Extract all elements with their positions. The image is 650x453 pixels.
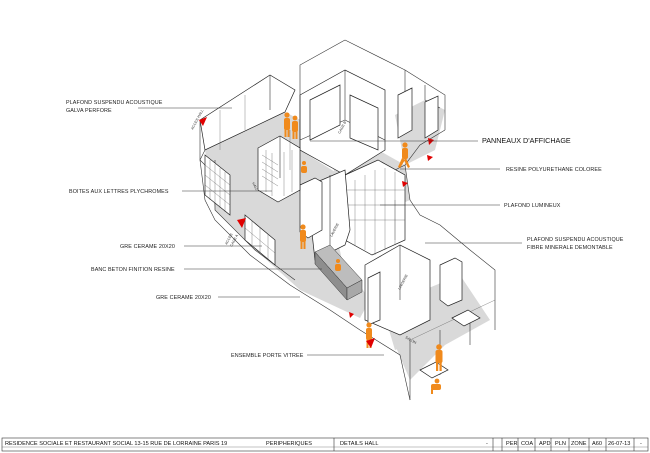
room-label-hall: HALL	[251, 182, 259, 192]
room-label-acces-cage-a: CAGE A	[229, 233, 239, 247]
callout-banc-beton: BANC BETON FINITION RESINE	[91, 267, 175, 273]
callout-panneaux: PANNEAUX D'AFFICHAGE	[482, 136, 571, 145]
section-name: PERIPHERIQUES	[266, 441, 312, 447]
entry-arrow-icon	[237, 218, 246, 228]
callout-gre-cerame: GRE CERAME 20X20	[120, 244, 175, 250]
room-label-acces-cage-a: ACCES	[224, 232, 234, 245]
room-label-lingerie: LINGERIE	[397, 273, 409, 290]
callouts: PLAFOND SUSPENDU ACOUSTIQUE GALVA PERFOR…	[66, 100, 624, 359]
walls	[199, 39, 496, 401]
person-icon	[284, 112, 290, 137]
person-icon	[335, 259, 341, 271]
entry-arrow-icon	[402, 181, 408, 187]
code-cell: ZONE	[571, 441, 587, 447]
callout-plafond-acoustique: PLAFOND SUSPENDU ACOUSTIQUE	[66, 100, 163, 106]
entry-arrow-icon	[349, 312, 354, 318]
leader-lines	[138, 107, 522, 356]
code-cell: A60	[592, 441, 602, 447]
project-title: RESIDENCE SOCIALE ET RESTAURANT SOCIAL 1…	[5, 441, 227, 447]
callout-plafond-fibre: PLAFOND SUSPENDU ACOUSTIQUE	[527, 237, 624, 243]
entry-arrows	[199, 117, 434, 348]
person-icon	[431, 378, 441, 394]
code-cell: PER	[506, 441, 518, 447]
human-figures	[284, 112, 443, 394]
room-label-laverie: LAVERIE	[329, 222, 340, 238]
code-cell: -	[640, 441, 642, 447]
person-icon	[301, 161, 307, 173]
callout-boites-lettres: BOITES AUX LETTRES PLYCHROMES	[69, 189, 169, 195]
person-icon	[300, 224, 306, 249]
entry-arrow-icon	[427, 155, 433, 161]
callout-resine: RESINE POLYURETHANE COLOREE	[506, 167, 602, 173]
central-mailbox-unit	[257, 135, 301, 203]
callout-gre-cerame: GRE CERAME 20X20	[156, 295, 211, 301]
sheet-title: DETAILS HALL	[340, 441, 378, 447]
room-label-salon: SALON	[405, 335, 418, 345]
callout-plafond-lumineux: PLAFOND LUMINEUX	[504, 203, 561, 209]
person-icon	[398, 142, 410, 168]
person-icon	[435, 344, 443, 371]
entry-arrow-icon	[199, 117, 207, 126]
code-cell: APD	[539, 441, 551, 447]
sheet-dash: -	[486, 441, 488, 447]
callout-plafond-fibre: FIBRE MINERALE DEMONTABLE	[527, 245, 613, 251]
entry-arrow-icon	[428, 138, 434, 145]
room-label-cage-b: CAGE B	[337, 120, 347, 134]
entry-arrow-icon	[366, 338, 375, 348]
code-cell: COA	[521, 441, 533, 447]
code-cell: PLN	[555, 441, 566, 447]
person-icon	[292, 115, 298, 139]
date-cell: 26-07-13	[608, 441, 630, 447]
callout-ensemble-porte: ENSEMBLE PORTE VITREE	[231, 353, 304, 359]
mailboxes	[204, 154, 276, 266]
callout-plafond-acoustique: GALVA PERFORE	[66, 108, 112, 114]
title-block: RESIDENCE SOCIALE ET RESTAURANT SOCIAL 1…	[1, 437, 649, 452]
